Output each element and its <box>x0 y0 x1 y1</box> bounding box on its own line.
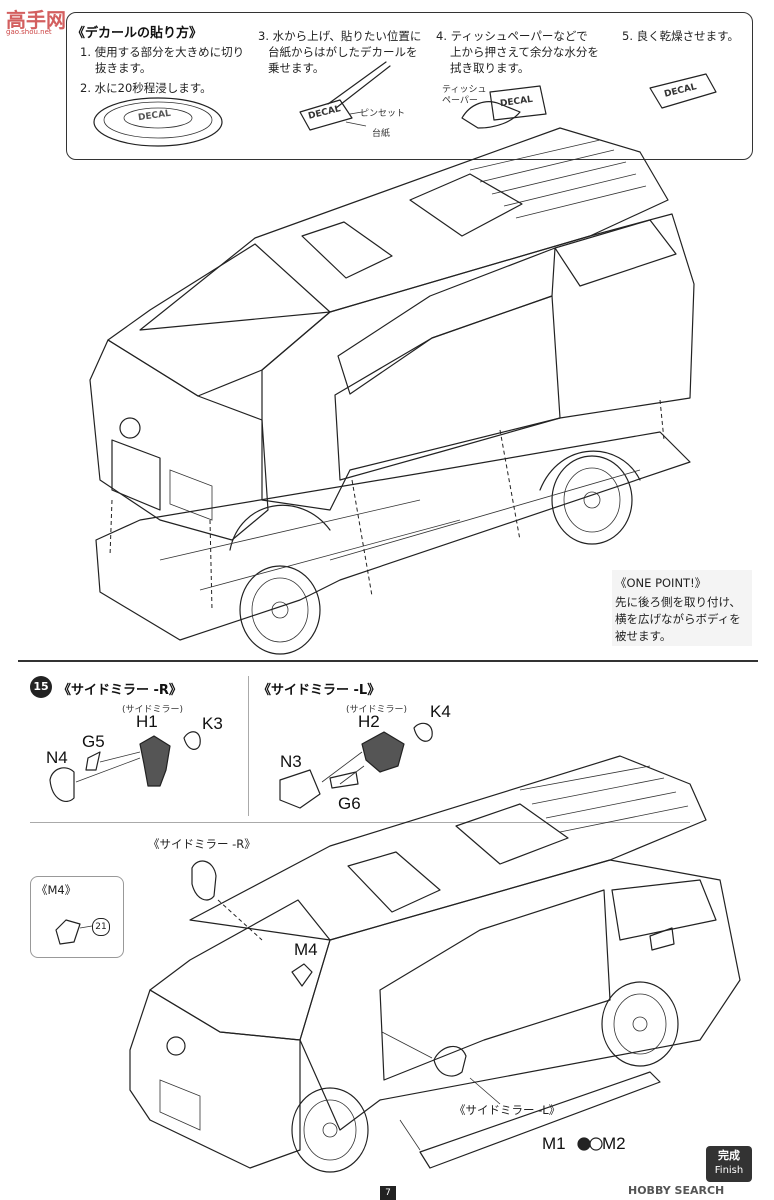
part-n4: N4 <box>46 748 68 767</box>
tweezers-label: ピンセット <box>360 109 406 119</box>
tissue-label-a: ティッシュ <box>442 85 487 95</box>
page-number: 7 <box>380 1186 396 1200</box>
decal-box-title: 《デカールの貼り方》 <box>72 26 203 41</box>
part-g6: G6 <box>338 794 361 813</box>
decal-step5: 5. 良く乾燥させます。 <box>622 29 739 43</box>
finish-en: Finish <box>714 1165 744 1176</box>
tissue-label-b: ペーパー <box>442 96 478 106</box>
step15-hdivider <box>30 822 690 823</box>
mirror-l-small-label: (サイドミラー) <box>346 705 408 715</box>
decal-step3b: 台紙からはがしたデカールを <box>268 45 418 59</box>
part-n3: N3 <box>280 752 302 771</box>
decal-step1b: 抜きます。 <box>95 61 152 75</box>
decal-step4c: 拭き取ります。 <box>450 61 530 75</box>
m4-detail-box <box>30 876 124 958</box>
section-divider <box>18 660 758 662</box>
m4-box-title: 《M4》 <box>36 883 77 897</box>
m4-label: M4 <box>294 940 318 959</box>
decal-step4b: 上から押さえて余分な水分を <box>450 45 599 59</box>
one-point-line3: 被せます。 <box>615 629 672 643</box>
decal-step4a: 4. ティッシュペーパーなどで <box>436 29 588 43</box>
m4-ref: 21 <box>95 922 107 932</box>
backing-paper-label: 台紙 <box>372 129 391 139</box>
watermark-left-domain: gao.shou.net <box>6 28 52 36</box>
part-g5: G5 <box>82 732 105 751</box>
part-h2: H2 <box>358 712 380 731</box>
m2-label: M2 <box>602 1134 626 1153</box>
part-k4: K4 <box>430 702 451 721</box>
step-number-badge: 15 <box>30 676 52 698</box>
m4-ref-circle: 21 <box>92 918 110 936</box>
decal-step3c: 乗せます。 <box>268 61 325 75</box>
decal-step1: 1. 使用する部分を大きめに切り <box>80 45 245 59</box>
mirror-r-callout: 《サイドミラー -R》 <box>148 837 256 851</box>
finish-badge: 完成 Finish <box>706 1146 752 1182</box>
watermark-left: 高手网 <box>6 8 66 32</box>
step-number: 15 <box>33 680 49 693</box>
step15-title-l: 《サイドミラー -L》 <box>258 683 381 698</box>
page-number-text: 7 <box>385 1188 391 1198</box>
mirror-r-small-label: (サイドミラー) <box>122 705 184 715</box>
decal-instructions-box <box>66 12 753 160</box>
part-k3: K3 <box>202 714 223 733</box>
m1-label: M1 <box>542 1134 566 1153</box>
step15-title-r: 《サイドミラー -R》 <box>58 683 182 698</box>
one-point-box <box>612 570 752 646</box>
watermark-right: HOBBY SEARCH <box>628 1184 725 1197</box>
one-point-line2: 横を広げながらボディを <box>615 612 741 626</box>
decal-step2: 2. 水に20秒程浸します。 <box>80 81 212 95</box>
one-point-title: 《ONE POINT!》 <box>615 576 707 590</box>
step15-subdivider <box>248 676 249 816</box>
part-h1: H1 <box>136 712 158 731</box>
finish-jp: 完成 <box>718 1149 740 1162</box>
decal-step3a: 3. 水から上げ、貼りたい位置に <box>258 29 422 43</box>
one-point-line1: 先に後ろ側を取り付け、 <box>615 595 741 609</box>
mirror-l-callout: 《サイドミラー -L》 <box>454 1103 561 1117</box>
